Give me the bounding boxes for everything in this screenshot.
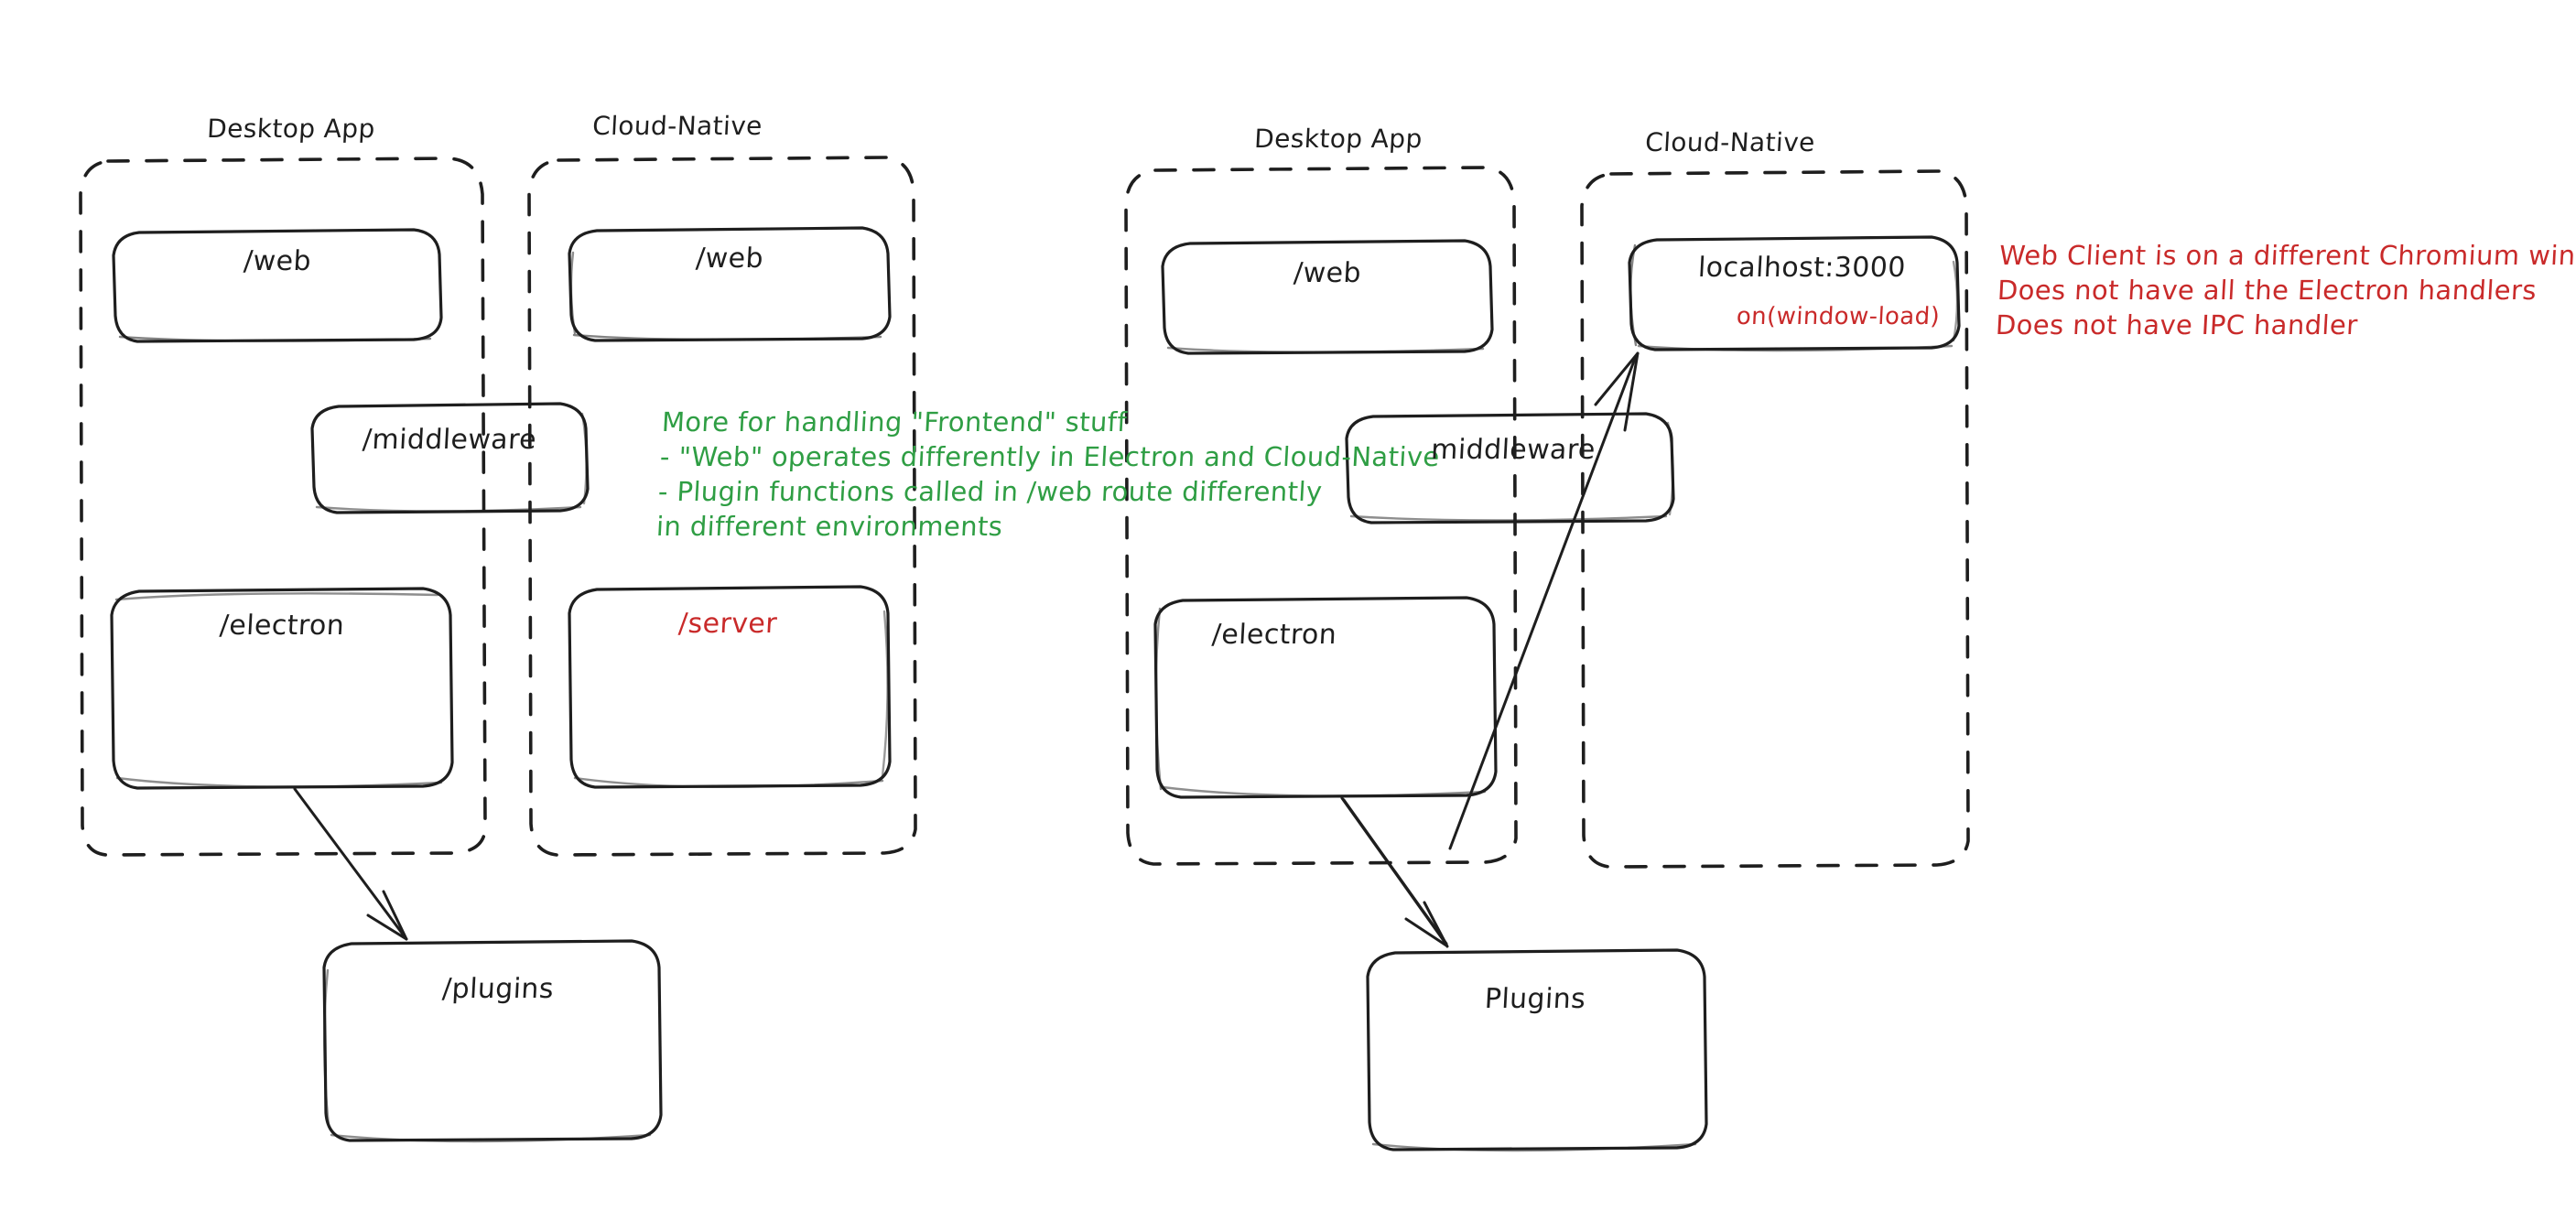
annotation-line-3: - Plugin functions called in /web route … [657, 476, 1324, 507]
right-cloud-native-container [1580, 169, 1970, 869]
left-middleware-label: /middleware [362, 424, 537, 456]
right-middleware-label: middleware [1430, 434, 1596, 466]
right-red-annotation: Web Client is on a different Chromium wi… [1995, 238, 2576, 342]
right-electron-label: /electron [1210, 619, 1338, 651]
left-green-annotation: More for handling "Frontend" stuff- "Web… [655, 405, 1443, 544]
right-desktop-app-container [1124, 166, 1518, 866]
left-desktop-app-label: Desktop App [206, 113, 376, 144]
right-middleware-shape [1345, 412, 1675, 524]
left-web-desktop-shape [112, 228, 443, 343]
annotation-line-4: in different environments [655, 511, 1004, 542]
arrow-left-electron-to-plugins [293, 787, 408, 941]
right-desktop-app-label: Desktop App [1253, 124, 1423, 154]
right-cloud-native-label: Cloud-Native [1644, 127, 1816, 157]
right-plugins-label: Plugins [1483, 983, 1587, 1015]
left-web-cloud-shape [568, 226, 892, 342]
right-electron-shape [1153, 596, 1498, 799]
arrow-right-electron-to-localhost [1448, 351, 1640, 850]
right-plugins-shape [1366, 948, 1708, 1152]
right-web-shape [1161, 239, 1494, 355]
left-web-desktop-label: /web [243, 245, 312, 277]
left-plugins-shape [322, 939, 663, 1143]
right-localhost-label: localhost:3000 [1697, 252, 1907, 284]
left-plugins-label: /plugins [441, 973, 555, 1005]
red-annotation-line-1: Web Client is on a different Chromium wi… [1998, 240, 2576, 271]
left-cloud-native-label: Cloud-Native [591, 111, 763, 141]
arrow-right-electron-to-plugins [1340, 796, 1449, 948]
red-annotation-line-3: Does not have IPC handler [1995, 309, 2359, 340]
left-cloud-native-container [527, 156, 917, 857]
red-annotation-line-2: Does not have all the Electron handlers [1997, 275, 2538, 306]
right-localhost-shape [1628, 235, 1961, 352]
right-localhost-sublabel: on(window-load) [1736, 303, 1941, 330]
left-server-shape [568, 585, 892, 789]
left-middleware-shape [310, 402, 590, 514]
left-server-label: /server [677, 608, 778, 640]
annotation-line-1: More for handling "Frontend" stuff [661, 406, 1128, 438]
left-electron-shape [110, 587, 454, 790]
left-electron-label: /electron [218, 610, 346, 642]
left-web-cloud-label: /web [695, 243, 764, 275]
right-web-label: /web [1293, 257, 1362, 289]
annotation-line-2: - "Web" operates differently in Electron… [659, 441, 1441, 472]
